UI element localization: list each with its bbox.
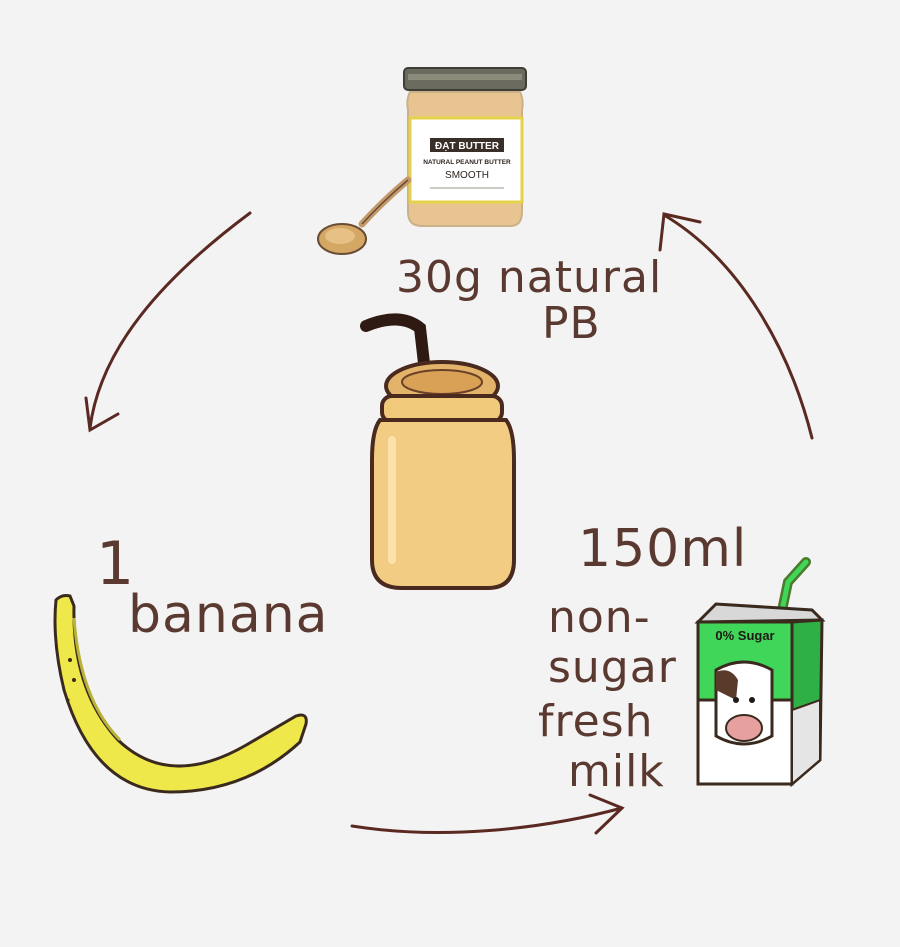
arrow-pb-to-banana xyxy=(88,211,252,430)
milk-line-3: fresh xyxy=(538,696,654,747)
milk-line-4: milk xyxy=(568,746,665,797)
pb-label: 30g natural PB xyxy=(396,252,662,349)
smoothie-jar xyxy=(360,313,516,590)
peanut-butter-jar: ĐẠT BUTTER NATURAL PEANUT BUTTER SMOOTH xyxy=(403,67,527,227)
milk-carton: 0% Sugar xyxy=(694,557,826,788)
banana-amount: 1 xyxy=(96,529,135,599)
pb-amount: 30g natural xyxy=(396,252,662,303)
carton-label: 0% Sugar xyxy=(715,628,774,643)
milk-line-2: sugar xyxy=(548,642,677,693)
banana-label: 1 banana xyxy=(96,529,329,645)
spoon-with-peanut-butter xyxy=(317,176,412,255)
jar-variant: SMOOTH xyxy=(445,170,489,181)
banana xyxy=(53,594,308,794)
jar-product: NATURAL PEANUT BUTTER xyxy=(423,159,511,166)
arrow-milk-to-pb-head xyxy=(658,212,702,252)
arrow-pb-to-banana-head xyxy=(84,396,120,433)
banana-name: banana xyxy=(128,585,329,645)
cycle-arrows xyxy=(84,211,814,835)
milk-amount: 150ml xyxy=(578,519,747,579)
milk-line-1: non- xyxy=(548,592,651,643)
pb-name: PB xyxy=(542,298,601,349)
milk-label: 150ml non- sugar fresh milk xyxy=(538,519,747,797)
arrow-banana-to-milk xyxy=(350,806,624,834)
jar-brand: ĐẠT BUTTER xyxy=(435,141,500,152)
arrow-milk-to-pb xyxy=(662,213,814,440)
arrow-banana-to-milk-head xyxy=(588,793,625,835)
